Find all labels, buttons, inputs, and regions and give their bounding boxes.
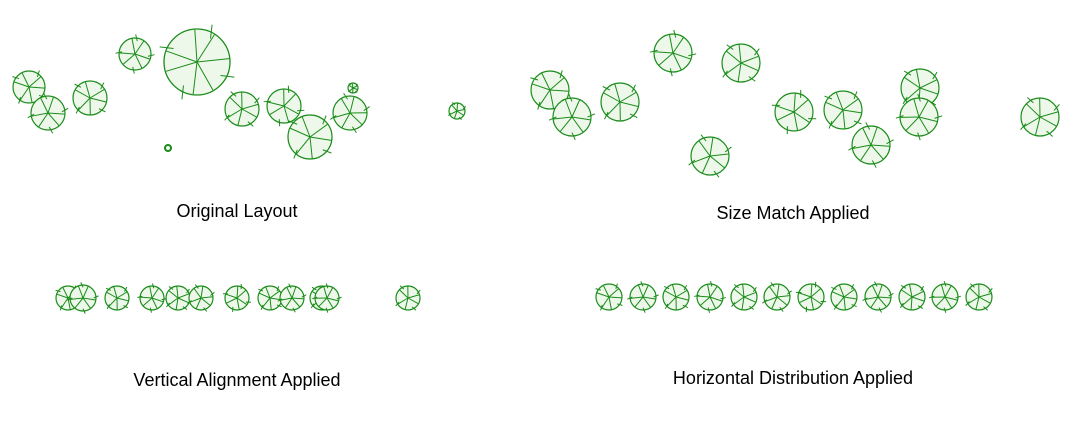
tree-symbol (899, 284, 925, 310)
tree-symbol (73, 81, 107, 115)
caption-vertical-alignment-applied: Vertical Alignment Applied (133, 369, 340, 391)
tree-symbol (448, 102, 465, 119)
tree-symbol (863, 282, 894, 313)
tree-symbol (115, 34, 154, 73)
tree-symbol (188, 285, 215, 312)
tree-symbol (796, 282, 826, 312)
tree-symbol (848, 122, 893, 167)
tree-symbol (166, 286, 190, 310)
tree-symbol (772, 90, 816, 134)
tree-symbol (966, 284, 993, 311)
caption-size-match-applied: Size Match Applied (716, 202, 869, 224)
tree-symbol (689, 135, 732, 178)
tree-symbol (596, 284, 623, 311)
tree-symbol (348, 83, 358, 93)
tree-symbol (663, 284, 689, 310)
tree-symbol (650, 30, 696, 76)
tree-symbol (1021, 98, 1060, 137)
tree-symbol (330, 93, 369, 132)
tree-symbol (831, 284, 857, 310)
tree-symbol (288, 115, 332, 159)
caption-original-layout: Original Layout (176, 200, 297, 222)
tree-crown-circle (165, 145, 171, 151)
tree-symbol (627, 281, 658, 312)
tree-symbol (731, 284, 757, 310)
tree-symbol (824, 91, 862, 129)
tree-symbol (165, 145, 171, 151)
tree-symbol (396, 286, 421, 311)
tree-symbol (896, 94, 942, 140)
tree-symbol (160, 25, 235, 100)
caption-horizontal-distribution-applied: Horizontal Distribution Applied (673, 367, 913, 389)
tree-symbol (278, 284, 307, 313)
tree-symbol (258, 286, 282, 310)
tree-symbol (225, 92, 260, 127)
tree-symbol (601, 83, 639, 121)
tree-symbol (929, 281, 961, 313)
tree-symbol (223, 284, 251, 312)
tree-symbol (762, 282, 791, 311)
tree-symbol (105, 286, 129, 310)
tree-symbol (722, 44, 760, 82)
tree-branch-line (457, 103, 458, 111)
tree-symbol (694, 281, 726, 313)
tree-symbol (137, 283, 166, 312)
